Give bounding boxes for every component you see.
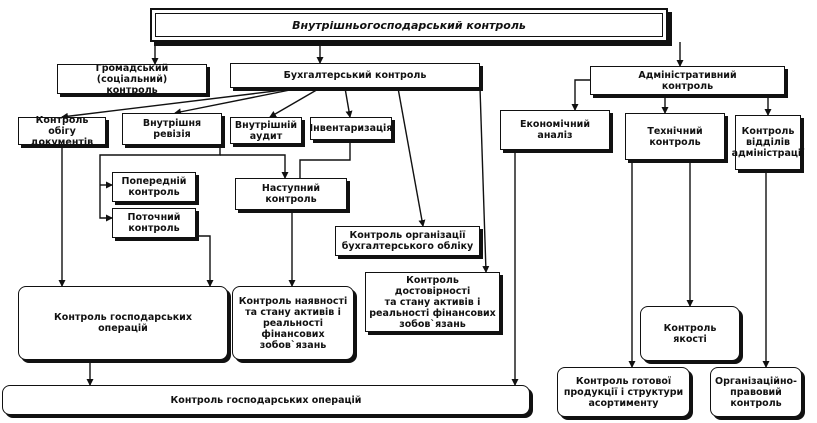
internal-audit-box: Внутрішній аудит <box>230 117 302 144</box>
preliminary-control-box: Попередній контроль <box>112 172 196 202</box>
accounting-organization-control-box: Контроль організації бухгалтерського обл… <box>335 226 480 256</box>
finished-goods-control-box: Контроль готової продукції і структури а… <box>557 367 690 417</box>
inventory-box: Інвентаризація <box>310 117 392 140</box>
technical-control-box: Технічний контроль <box>625 113 725 160</box>
quality-control-box: Контроль якості <box>640 306 740 361</box>
current-control-box: Поточний контроль <box>112 208 196 238</box>
organizational-legal-control-box: Організаційно- правовий контроль <box>710 367 802 417</box>
document-flow-control-box: Контроль обігу документів <box>18 115 106 148</box>
subsequent-control-box: Наступний контроль <box>235 178 347 210</box>
internal-revision-box: Внутрішня ревізія <box>122 113 222 145</box>
business-operations-control-box: Контроль господарських операцій <box>18 286 228 360</box>
civil-control-box: Громадський (соціальний) контроль <box>57 63 207 96</box>
departments-control-box: Контроль відділів адміністрації <box>732 115 804 170</box>
bottom-business-operations-box: Контроль господарських операцій <box>2 385 530 415</box>
accounting-control-box: Бухгалтерський контроль <box>230 63 480 88</box>
reliability-control-box: Контроль достовірності та стану активів … <box>365 272 500 332</box>
diagram-title: Внутрішньогосподарський контроль <box>150 8 668 42</box>
economic-analysis-box: Економічний аналіз <box>500 110 610 150</box>
availability-control-box: Контроль наявності та стану активів і ре… <box>232 286 354 360</box>
administrative-control-box: Адміністративний контроль <box>590 66 785 95</box>
